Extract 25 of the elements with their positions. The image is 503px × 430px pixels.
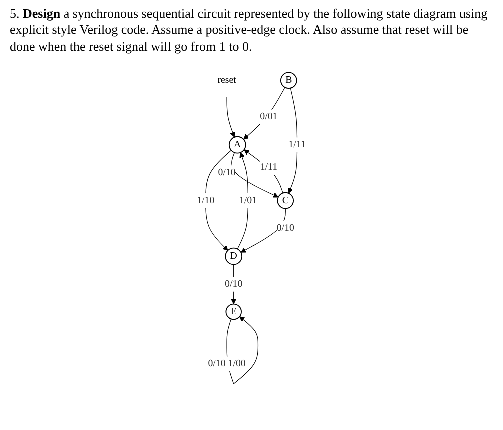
arrow — [244, 149, 284, 194]
problem-statement: 5. Design a synchronous sequential circuit represented by the following state diagram using explicit style Verilog code. Assume a positive-edge clock. Also assume that reset will be done when the reset signal will go from 1 to 0. — [10, 6, 489, 55]
edge-label: 1/10 — [197, 194, 215, 206]
edge-label: 0/10 — [218, 167, 236, 178]
arrow — [244, 87, 286, 140]
edge-label: 0/10 1/00 — [208, 358, 246, 369]
node-circle: D — [225, 248, 243, 265]
edge-label: 0/10 — [225, 278, 243, 290]
edge-label: 1/01 — [239, 194, 257, 206]
node-circle: C — [277, 192, 294, 209]
arrow — [231, 264, 237, 304]
arrow — [237, 152, 248, 250]
arrow — [226, 96, 236, 138]
edge-label: 1/11 — [260, 162, 278, 172]
edge-label: 1/11 — [288, 139, 306, 150]
arrow — [240, 208, 286, 253]
node-text: reset — [218, 74, 236, 86]
arrow — [232, 152, 279, 198]
node-circle: A — [228, 136, 246, 154]
arrow — [206, 150, 232, 251]
node-circle: E — [226, 304, 242, 320]
arrow — [288, 88, 298, 194]
edge-label: 0/01 — [260, 111, 278, 122]
node-circle: B — [280, 72, 298, 89]
edge-label: 0/10 — [276, 222, 294, 234]
